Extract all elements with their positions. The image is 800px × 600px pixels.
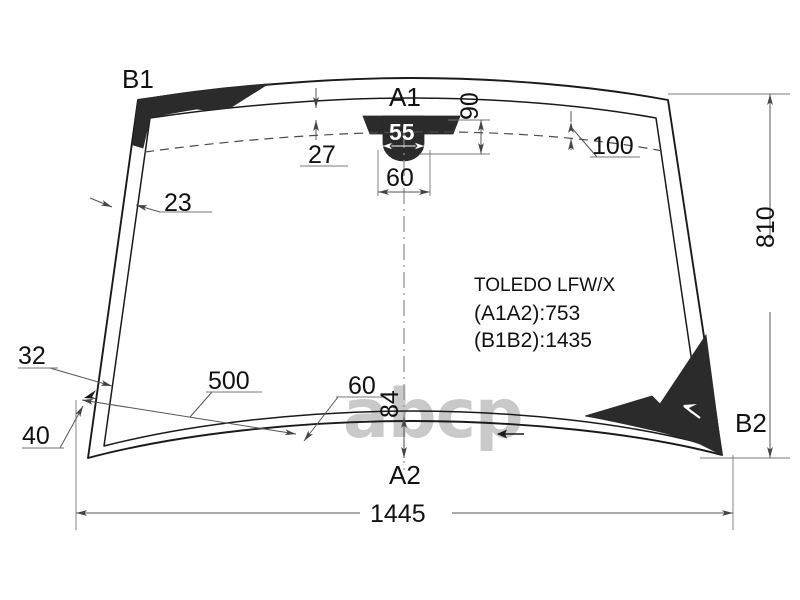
corner-label-a1: A1 [389,82,421,112]
dim-line-23-outer [89,197,113,208]
dimension-upper-right-drop: 90 [420,92,490,155]
dim-label-overall-height: 810 [752,206,780,248]
leader-line-32 [49,367,113,387]
leader-line-60-bottom [303,396,339,442]
dim-label-23: 23 [164,189,192,217]
black-band-bottom-right-taper [584,395,661,431]
leader-line-500 [189,391,213,418]
part-info-block: TOLEDO LFW/X (A1A2):753 (B1B2):1435 [474,275,615,352]
dimension-bottom-left-upper: 32 [18,342,113,399]
orientation-arrow-bottom [497,429,524,439]
dim-line-23-inner [135,204,161,213]
dimension-mirror-pad-span: 60 [377,150,431,196]
corner-arrow-32 [84,390,97,399]
dim-label-40: 40 [22,422,50,450]
dimension-bottom-span: 500 [81,367,297,436]
dim-label-84: 84 [376,390,404,418]
corner-label-b1: B1 [122,64,154,94]
black-band-top-left [132,88,215,149]
dim-label-60-span: 60 [386,164,414,192]
dim-label-500: 500 [208,367,250,395]
dimension-bottom-offset: 60 [303,372,386,442]
dim-label-bg-width [360,498,452,528]
dim-label-bg-height [752,240,786,312]
dimension-bottom-drop: 84 [376,390,407,458]
dimension-mirror-pad-width: 55 [383,119,424,150]
dim-label-overall-width: 1445 [370,500,426,528]
dim-label-27: 27 [308,141,336,169]
dim-label-90: 90 [456,92,484,120]
black-band-top-left-taper [196,83,270,111]
dimension-overall-height: 810 [668,93,790,459]
dimension-upper-right-callout: 100 [568,111,640,160]
label-a1-group: A1 [389,82,421,112]
corner-label-a2: A2 [389,460,421,490]
dim-label-100: 100 [592,132,634,160]
label-b2-group: B2 [735,408,767,438]
watermark: abcp [343,375,524,454]
orientation-arrow-group [497,404,701,439]
dim-label-32: 32 [18,342,46,370]
leader-line-40 [59,405,84,449]
arrow-55-right [415,142,424,150]
dimension-top-edge-offset: 27 [300,88,348,169]
spec-line-b1b2: (B1B2):1435 [474,329,592,352]
dim-label-60-bottom: 60 [348,372,376,400]
dimension-overall-width: 1445 [75,400,734,530]
dim-label-55: 55 [389,119,415,145]
corner-label-b2: B2 [735,408,767,438]
spec-line-a1a2: (A1A2):753 [474,302,580,325]
leader-line-100 [570,126,598,158]
label-b1-group: B1 [122,64,154,94]
part-label: TOLEDO LFW/X [474,275,615,296]
orientation-arrow-corner [683,404,701,419]
dim-line-500 [81,398,297,436]
black-band-bottom-right [651,333,723,456]
arrow-55-left [383,142,392,150]
black-band-group [132,83,723,456]
label-a2-group: A2 [389,460,421,490]
dimension-bottom-left-lower: 40 [22,405,84,450]
dimension-left-edge-band: 23 [89,189,212,217]
watermark-text: abcp [343,375,523,454]
